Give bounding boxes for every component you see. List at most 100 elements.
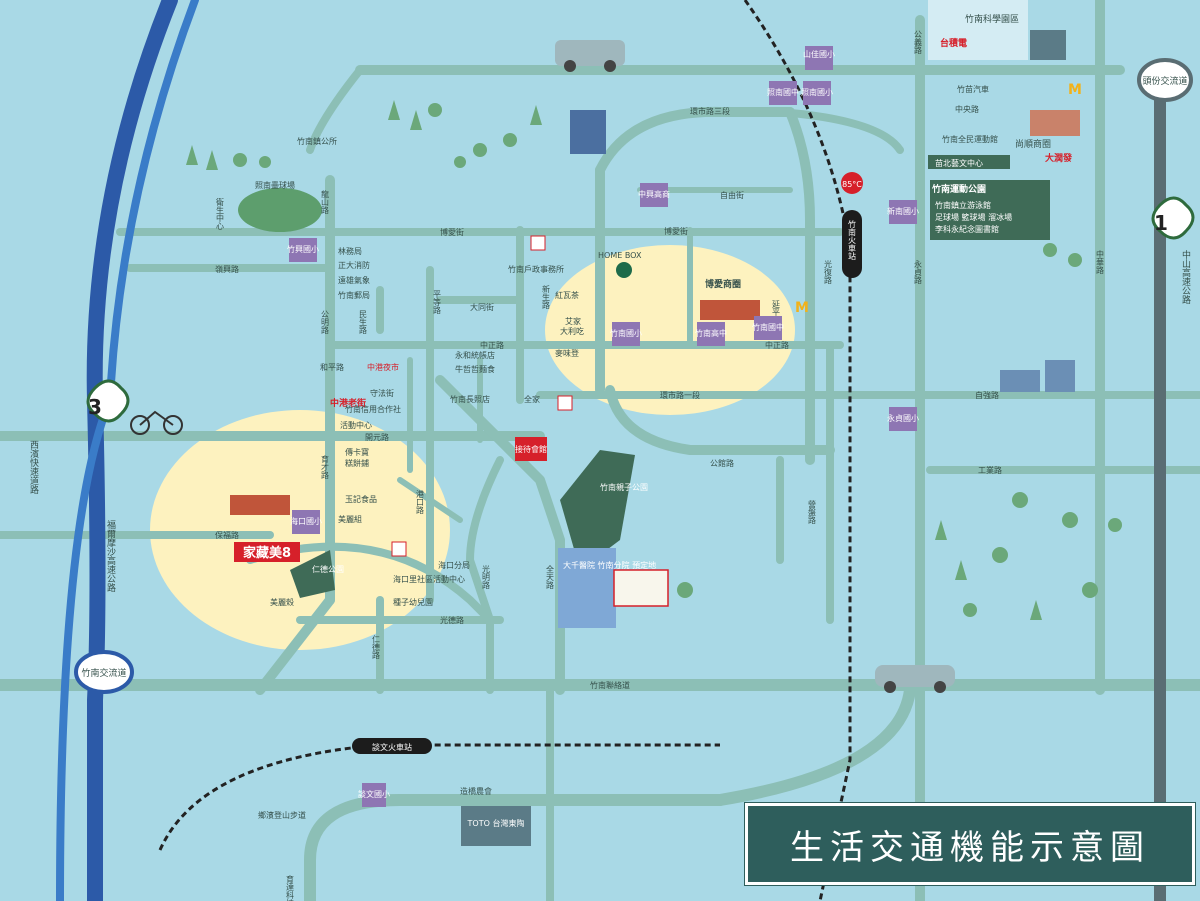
school-zhaonan-elem-badge: [803, 81, 831, 105]
poi-cty: 造橋農會: [460, 786, 492, 796]
school-zhuxing-badge: [289, 238, 317, 262]
road-boai2: 博愛街: [664, 226, 688, 236]
road-pingding: 平等路: [433, 290, 442, 314]
sports-line-1: 竹南鎮立游泳館: [935, 200, 991, 210]
west2-highway-name: 福爾摩沙高速公路: [105, 519, 116, 593]
school-building: [230, 495, 290, 515]
road-renkai: 仁德路: [372, 634, 381, 659]
zhunan-interchange: [74, 650, 134, 694]
sports-park-box: [930, 180, 1050, 240]
science-buildings: [570, 30, 1080, 392]
area-zhonggang-market: 中港夜市: [367, 362, 399, 372]
shield-1-icon: 1: [1151, 196, 1195, 240]
area-baseball: 照南壘球場: [255, 180, 295, 190]
renai-park-shape: [290, 550, 335, 598]
road-shanjia: 營盤路: [808, 499, 817, 524]
school-haikou-badge: [292, 510, 320, 534]
area-tsmc: 台積電: [940, 37, 967, 49]
sports-line-3: 李科永紀念圖書館: [935, 224, 999, 234]
road-gongming: 公明路: [321, 310, 330, 334]
school-haikou: 海口國小: [290, 516, 322, 526]
road-shilong: 嶺興路: [215, 264, 239, 274]
area-science-park: 竹南科學園區: [965, 13, 1019, 25]
poi-fire: 竹南鎮公所: [297, 136, 337, 146]
area-renai-park: 仁德公園: [312, 564, 344, 574]
road-gongye: 工業路: [978, 465, 1002, 475]
poi-tmp: 竹南戶政事務所: [508, 264, 564, 274]
road-longshan: 龍山路: [321, 189, 330, 214]
school-zhaonan-elem: 照南國小: [801, 87, 833, 97]
svg-text:M: M: [1068, 82, 1082, 98]
jietai-badge: [515, 437, 547, 461]
poi-xingyu: 種子幼兒園: [393, 597, 433, 607]
road-zhunan-lianluo: 竹南聯絡道: [590, 680, 630, 690]
hospital-building: [613, 569, 669, 607]
school-zhunan-mid: 竹南國中: [752, 322, 784, 332]
road-yongzhen: 永貞路: [914, 259, 923, 284]
poi-xyz: 糕餅鋪: [345, 458, 369, 468]
road-gangkou: 港口路: [416, 489, 425, 514]
jiacangmei-badge: [234, 542, 300, 562]
shield-1-number: 1: [1154, 211, 1168, 235]
poi-forest: 林務局: [338, 246, 362, 256]
road-zhonghua: 中華路: [1096, 249, 1105, 274]
road-minsheng: 民生路: [359, 310, 368, 334]
poi-hp: 美麗殼: [270, 597, 294, 607]
zhunan-station-label: 竹南火車站: [848, 219, 857, 261]
school-zhunan-elem-badge: [612, 322, 640, 346]
zhunan-station-badge: [842, 210, 862, 278]
school-xinnan: 新南國小: [887, 206, 919, 216]
poi-quan: 全家: [524, 394, 540, 404]
zone-boai: [545, 245, 795, 415]
poi-dalixiang: 大利吃: [560, 326, 584, 336]
poi-zhang: 竹南長照店: [450, 394, 490, 404]
toufen-interchange-label: 頭份交流道: [1142, 75, 1187, 87]
road-datong: 大同街: [470, 302, 494, 312]
tanwen-station-badge: [352, 738, 432, 754]
east-highway-name: 中山高速公路: [1180, 249, 1191, 305]
school-zhunan-hs-badge: [697, 322, 725, 346]
area-haokou: 海口分局: [438, 560, 470, 570]
map-title: 生活交通機能示意圖: [790, 827, 1150, 868]
road-heping: 和平路: [320, 362, 344, 372]
poi-lianzhong: 美麗組: [338, 514, 362, 524]
area-yucai-univ: 育達科技大學: [286, 874, 295, 901]
road-kaiyuan: 開元路: [365, 432, 389, 442]
85c-badge: [841, 172, 863, 194]
85c-label: 85°C: [842, 180, 862, 189]
poi-yongfa: 永和統帳店: [455, 350, 495, 360]
road-ziqiang: 自強路: [975, 390, 999, 400]
convenience-store-icon: [391, 235, 573, 557]
miaobei-badge: [928, 155, 1010, 169]
area-zhonggang-old: 中港老街: [330, 397, 366, 409]
area-daqian: 大千醫院 竹南分院 預定地: [563, 560, 656, 570]
poi-meteo: 遠雄氣象: [338, 275, 370, 285]
school-yongzhen: 永貞國小: [887, 413, 919, 423]
school-shanjia-badge: [805, 46, 833, 70]
road-gongqian: 公館路: [710, 458, 734, 468]
sports-line-2: 足球場 籃球場 溜冰場: [935, 212, 1012, 222]
area-miaobei: 苗北藝文中心: [935, 158, 983, 168]
road-guangde: 光德路: [440, 615, 464, 625]
school-zhuxing: 竹興國小: [287, 244, 319, 254]
road-zhongzheng: 中正路: [480, 340, 504, 350]
toto-box: [461, 806, 531, 846]
school-shanjia: 山佳國小: [803, 49, 835, 59]
road-xinsheng: 新生路: [542, 284, 551, 309]
toufen-interchange: [1137, 58, 1193, 102]
school-zhongxing-hs: 中興高商: [638, 189, 670, 199]
road-guangming: 光明路: [482, 564, 491, 589]
hejia-park: [560, 450, 635, 570]
poi-zhengda: 正大消防: [338, 260, 370, 270]
road-guangfu: 光復路: [824, 259, 833, 284]
road-shoufa: 守法街: [370, 388, 394, 398]
poi-mi: 麥味登: [555, 348, 579, 358]
baseball-field: [238, 188, 322, 232]
area-quanmin: 竹南全民運動館: [942, 134, 998, 144]
school-zhunan-elem: 竹南國小: [610, 328, 642, 338]
legend-box: 生活交通機能示意圖: [745, 803, 1195, 885]
road-ziyou: 自由街: [720, 190, 744, 200]
poi-zsg: 竹苗汽車: [957, 84, 989, 94]
bicycle-icon: [130, 410, 183, 435]
